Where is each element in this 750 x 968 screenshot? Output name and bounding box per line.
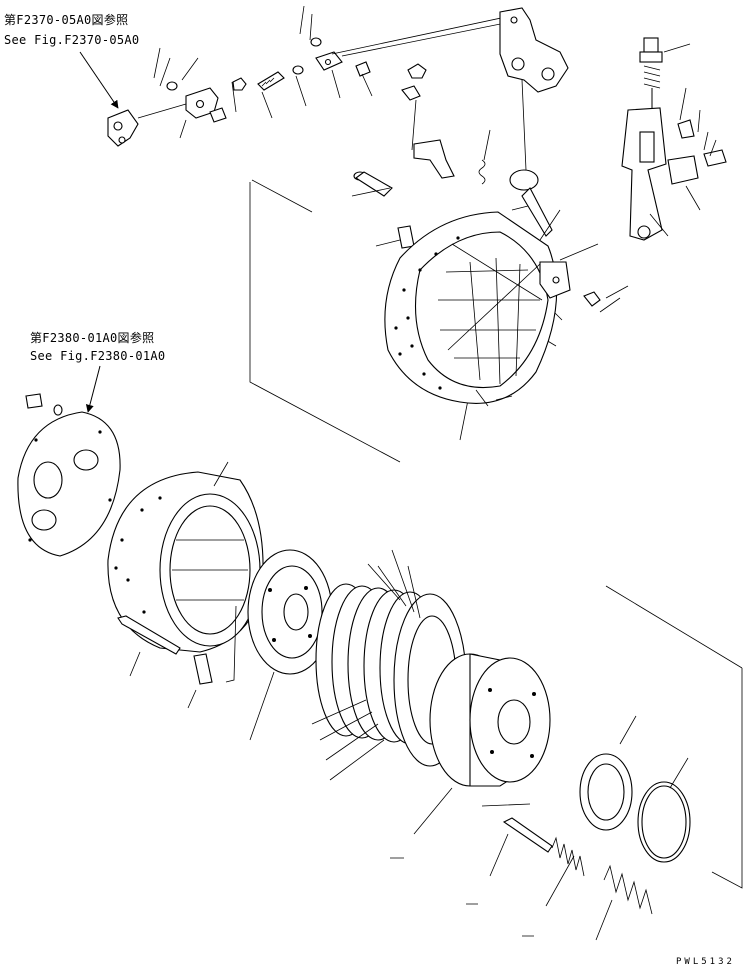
leader-lines-bottom — [129, 461, 743, 941]
reference-middle-jp: 第F2380-01A0図参照 — [30, 330, 154, 345]
seal-retainer[interactable] — [579, 753, 633, 831]
bolt-small[interactable] — [209, 107, 227, 123]
adjust-screw[interactable] — [257, 71, 285, 91]
reference-middle-arrow — [85, 365, 101, 413]
leader-line — [137, 103, 187, 119]
nut[interactable] — [583, 291, 601, 307]
bolt-small[interactable] — [397, 225, 415, 249]
clutch-hub[interactable] — [429, 653, 551, 787]
bolt-small[interactable] — [703, 149, 727, 167]
reference-top-jp: 第F2370-05A0図参照 — [4, 12, 128, 27]
washer[interactable] — [292, 65, 304, 75]
snap-ring[interactable] — [637, 781, 691, 863]
assembly-bracket-line — [249, 179, 529, 463]
cam-arm[interactable] — [509, 169, 553, 237]
spring-small[interactable] — [478, 159, 486, 185]
drum-holes — [394, 236, 460, 390]
wire-clip[interactable] — [401, 85, 421, 101]
reference-top-en: See Fig.F2370-05A0 — [4, 33, 139, 47]
guide-pin[interactable] — [502, 817, 553, 853]
brake-drum[interactable] — [107, 471, 264, 653]
nut[interactable] — [232, 77, 247, 91]
leader-line — [341, 19, 521, 57]
bolt-with-washer[interactable] — [25, 393, 63, 416]
leader-line — [331, 13, 521, 55]
clip-plate[interactable] — [677, 119, 695, 139]
end-cover[interactable] — [17, 411, 121, 557]
pad-block[interactable] — [667, 155, 699, 185]
bolt-small[interactable] — [355, 61, 371, 77]
leader-line — [475, 389, 513, 407]
spring-outer[interactable] — [603, 864, 653, 915]
lever-arm[interactable] — [621, 107, 667, 241]
drawing-code: PWL5132 — [676, 957, 735, 967]
reference-middle-en: See Fig.F2380-01A0 — [30, 349, 165, 363]
pin-shaft[interactable] — [353, 171, 393, 197]
brake-drum-housing[interactable] — [384, 211, 558, 404]
reference-label-top[interactable]: 第F2370-05A0図参照 See Fig.F2370-05A0 — [4, 12, 139, 47]
mount-bracket[interactable] — [413, 139, 455, 179]
washer[interactable] — [310, 37, 322, 47]
nut[interactable] — [407, 63, 427, 79]
piston[interactable] — [247, 549, 333, 675]
reference-top-arrow — [79, 51, 119, 109]
rod-spring[interactable] — [639, 37, 663, 110]
clutch-disc-stack[interactable] — [315, 583, 467, 767]
band-bracket[interactable] — [539, 261, 571, 299]
reference-label-middle[interactable]: 第F2380-01A0図参照 See Fig.F2380-01A0 — [30, 330, 165, 363]
long-bolt[interactable] — [117, 615, 181, 655]
lever-small[interactable] — [107, 109, 139, 147]
lock-plate[interactable] — [193, 653, 213, 685]
clip-block[interactable] — [315, 51, 343, 71]
bell-crank[interactable] — [499, 7, 569, 93]
washer[interactable] — [166, 81, 178, 91]
spring-inner[interactable] — [551, 836, 585, 877]
